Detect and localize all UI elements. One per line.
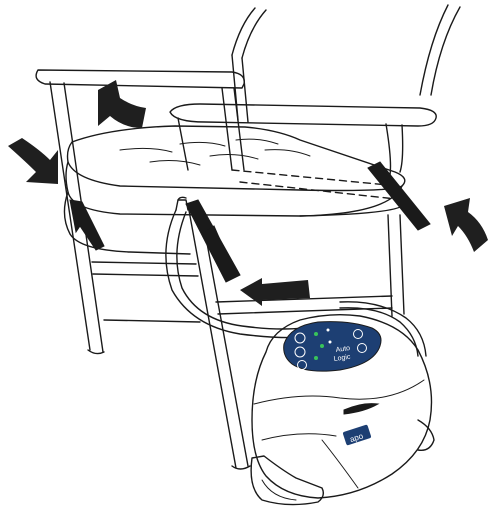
arrow-right [444,198,488,252]
arrow-left [8,138,58,184]
seat-cushion [64,126,405,254]
arrow-bottom [240,278,310,306]
arrow-top-left [98,80,146,128]
chair-back [232,5,460,122]
chair-stretchers [92,262,392,322]
control-panel: Auto Logic [284,322,381,372]
brand-badge: apo [342,424,371,445]
cushion-straps [70,162,430,282]
air-pump-unit: Auto Logic apo [251,315,434,505]
